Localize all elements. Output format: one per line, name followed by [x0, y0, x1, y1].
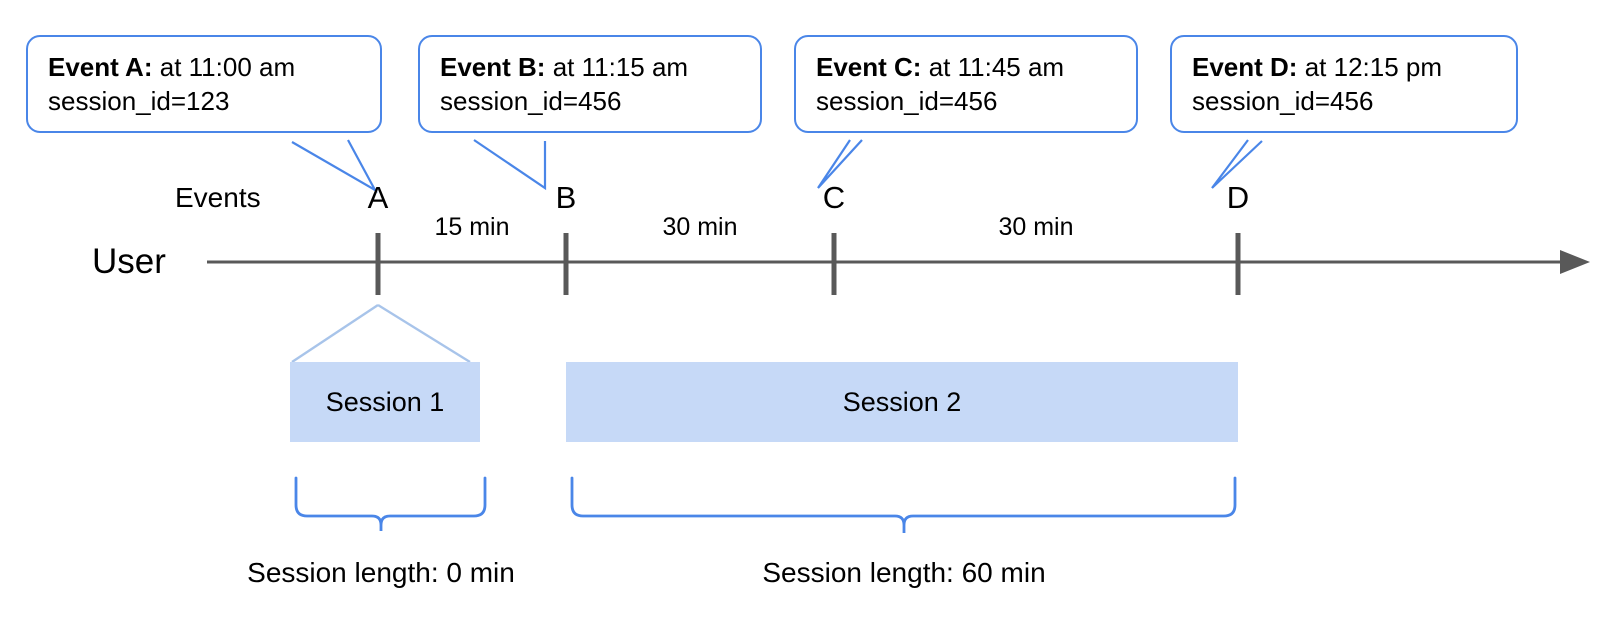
brace-session-1: [294, 476, 487, 531]
session1-guide-right: [377, 303, 471, 364]
session-box-1[interactable]: Session 1: [290, 362, 480, 442]
interval-label-a-b: 15 min: [434, 213, 510, 241]
callout-event-b[interactable]: Event B: at 11:15 am session_id=456: [418, 35, 762, 133]
callout-d-title: Event D:: [1192, 52, 1298, 82]
callout-c-title: Event C:: [816, 52, 922, 82]
callout-b-time: at 11:15 am: [552, 52, 689, 82]
callout-a-session-id: session_id=123: [48, 85, 230, 116]
event-letter-a: A: [367, 180, 389, 215]
arrow-right-icon: [1560, 250, 1590, 274]
callout-c-time: at 11:45 am: [928, 52, 1065, 82]
callout-a-title: Event A:: [48, 52, 153, 82]
event-letter-d: D: [1226, 180, 1250, 215]
callout-b-session-id: session_id=456: [440, 85, 622, 116]
interval-label-b-c: 30 min: [662, 213, 738, 241]
callout-event-d[interactable]: Event D: at 12:15 pm session_id=456: [1170, 35, 1518, 133]
session-box-2[interactable]: Session 2: [566, 362, 1238, 442]
interval-label-c-d: 30 min: [998, 213, 1074, 241]
callout-d-line1: Event D: at 12:15 pm: [1192, 51, 1498, 85]
events-row-label: Events: [175, 182, 261, 213]
callout-c-session-id: session_id=456: [816, 85, 998, 116]
session-1-label: Session 1: [325, 386, 445, 417]
callout-d-time: at 12:15 pm: [1304, 52, 1443, 82]
callout-event-c[interactable]: Event C: at 11:45 am session_id=456: [794, 35, 1138, 133]
session-1-length-label: Session length: 0 min: [247, 557, 515, 588]
callout-c-line1: Event C: at 11:45 am: [816, 51, 1118, 85]
callout-a-line1: Event A: at 11:00 am: [48, 51, 362, 85]
callout-event-a[interactable]: Event A: at 11:00 am session_id=123: [26, 35, 382, 133]
brace-session-2: [570, 476, 1237, 533]
callout-a-time: at 11:00 am: [159, 52, 296, 82]
event-letter-b: B: [555, 180, 577, 215]
event-letter-c: C: [822, 180, 846, 215]
session-2-label: Session 2: [842, 386, 962, 417]
callout-b-line1: Event B: at 11:15 am: [440, 51, 742, 85]
session-2-length-label: Session length: 60 min: [762, 557, 1046, 588]
callout-tail-b: [473, 139, 547, 191]
user-row-label: User: [92, 242, 166, 281]
callout-b-title: Event B:: [440, 52, 546, 82]
callout-d-session-id: session_id=456: [1192, 85, 1374, 116]
session1-guide-left: [291, 303, 379, 364]
